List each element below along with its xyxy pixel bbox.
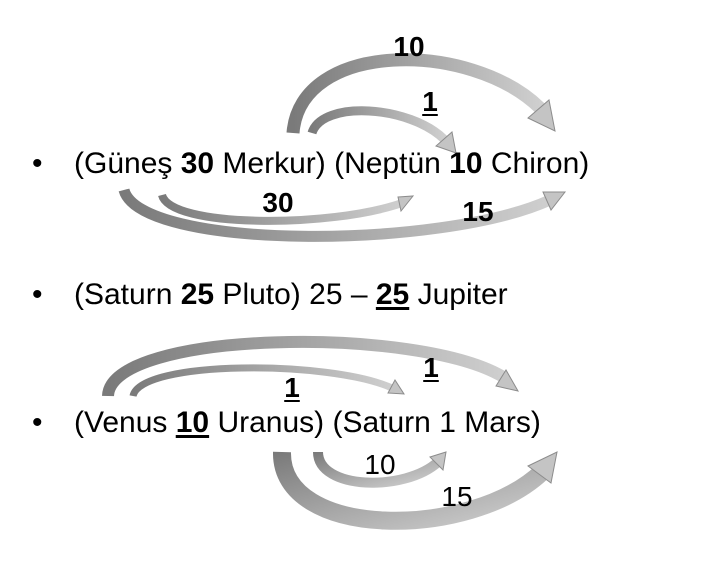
bullet-dot: •: [32, 147, 43, 180]
arrow-label-1-left: 1: [284, 372, 300, 403]
line-3-text-2: Uranus) (Saturn 1 Mars): [209, 406, 541, 439]
arrow-under-outer: [118, 187, 567, 242]
arrow-label-10-bottom: 10: [364, 449, 396, 480]
line-2-text-1: (Saturn: [74, 278, 181, 311]
line-1-text-3: Chiron): [482, 147, 590, 180]
line-1-text-1: (Güneş: [74, 147, 181, 180]
arrow-label-1-top: 1: [422, 86, 438, 117]
line-1-text-2: Merkur) (Neptün: [214, 147, 450, 180]
arrow-saturn-outer: [272, 451, 558, 530]
bullet-line-1: • (Güneş 30 Merkur) (Neptün 10 Chiron): [32, 146, 589, 182]
bullet-line-2: • (Saturn 25 Pluto) 25 – 25 Jupiter: [32, 277, 508, 313]
arrow-saturn-inner: [313, 451, 447, 488]
bullet-line-3: • (Venus 10 Uranus) (Saturn 1 Mars): [32, 405, 541, 441]
line-1-value-1: 30: [180, 147, 215, 180]
line-2-text-3: Jupiter: [409, 278, 508, 311]
arrow-label-15-bottom: 15: [441, 481, 473, 512]
arrow-label-15-top: 15: [462, 196, 494, 227]
line-3-value-1: 10: [175, 406, 210, 439]
line-2-value-1: 25: [180, 278, 215, 311]
arrow-under-inner: [158, 193, 415, 225]
arrow-top-inner: [307, 106, 457, 154]
line-2-value-2: 25: [375, 278, 410, 311]
arrow-venus-inner: [129, 364, 405, 398]
arrow-top-outer: [286, 53, 556, 134]
bullet-dot: •: [32, 278, 43, 311]
line-2-text-2: Pluto) 25 –: [214, 278, 376, 311]
bullet-dot: •: [32, 406, 43, 439]
arrow-label-1-right: 1: [423, 352, 439, 383]
line-3-text-1: (Venus: [74, 406, 176, 439]
arrow-venus-outer: [102, 335, 519, 398]
arrow-label-30: 30: [262, 187, 294, 218]
line-1-value-2: 10: [449, 147, 483, 180]
arrow-label-10-top: 10: [393, 31, 425, 62]
